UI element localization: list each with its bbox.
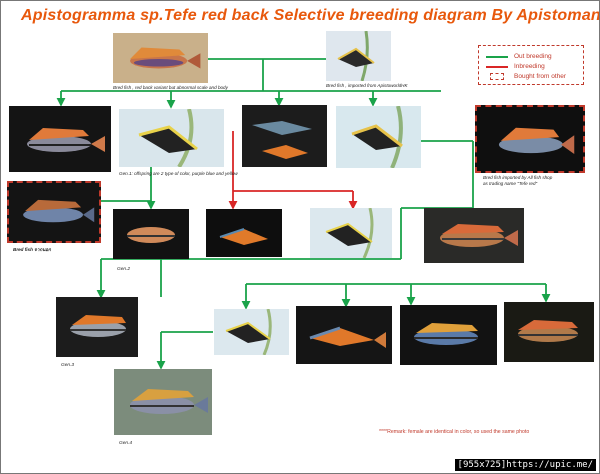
caption-p9: Bred fish จากนอก bbox=[13, 247, 51, 252]
legend-label-outbreeding: Out breeding bbox=[514, 53, 552, 60]
legend: Out breeding Inbreeding Bought from othe… bbox=[478, 45, 584, 85]
fish-photo-p11 bbox=[206, 209, 282, 257]
fish-photo-p16 bbox=[296, 306, 392, 364]
legend-item-inbreeding: Inbreeding bbox=[484, 62, 584, 72]
label-gen2: Gen.2 bbox=[117, 267, 131, 272]
remark-note: ****Remark: female are identical in colo… bbox=[379, 429, 530, 435]
fish-photo-p12 bbox=[310, 208, 392, 258]
fish-photo-p5 bbox=[242, 105, 327, 167]
fish-photo-p9-bought bbox=[7, 181, 101, 243]
caption-p1: Bred fish , red back variant but abnorma… bbox=[113, 85, 228, 90]
legend-item-bought: Bought from other bbox=[484, 72, 584, 82]
fish-photo-p4 bbox=[119, 109, 224, 167]
fish-photo-p14 bbox=[56, 297, 138, 357]
fish-photo-p3 bbox=[9, 106, 111, 172]
caption-p8-line2: as trading name "Tefe red" bbox=[483, 181, 538, 186]
fish-photo-p2 bbox=[326, 31, 391, 81]
watermark: [955x725]https://upic.me/ bbox=[454, 459, 596, 471]
fish-photo-p1 bbox=[113, 33, 208, 83]
fish-photo-p17 bbox=[400, 305, 497, 365]
fish-photo-p19 bbox=[114, 369, 212, 435]
legend-label-inbreeding: Inbreeding bbox=[514, 63, 545, 70]
fish-photo-p10 bbox=[113, 209, 189, 259]
caption-p2: Bred fish , imported from ApistoworldHK bbox=[326, 83, 408, 88]
fish-photo-p6 bbox=[336, 106, 421, 168]
fish-photo-p13 bbox=[424, 208, 524, 263]
legend-label-bought: Bought from other bbox=[514, 73, 567, 80]
diagram-title: Apistogramma sp.Tefe red back Selective … bbox=[21, 7, 600, 24]
legend-item-outbreeding: Out breeding bbox=[484, 52, 584, 62]
label-gen3: Gen.3 bbox=[61, 363, 75, 368]
label-gen4: Gen.4 bbox=[119, 441, 133, 446]
fish-photo-p15 bbox=[214, 309, 289, 355]
fish-photo-p18 bbox=[504, 302, 594, 362]
caption-gen1: Gen.1: offspring are 2 type of color, pu… bbox=[119, 171, 238, 176]
fish-photo-p8-bought bbox=[475, 105, 585, 173]
caption-p8-line1: Bred fish imported by All fish shop bbox=[483, 175, 553, 180]
